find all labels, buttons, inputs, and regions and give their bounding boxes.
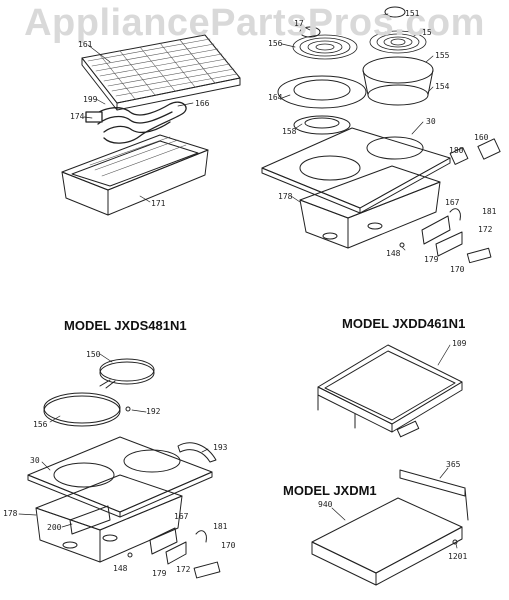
part-label-156-upper: 156 — [268, 39, 283, 48]
part-label-200: 200 — [47, 523, 62, 532]
part-label-172-lower: 172 — [176, 565, 191, 574]
cover-panel — [311, 469, 469, 586]
part-label-174: 174 — [70, 112, 85, 121]
grill-grate — [81, 34, 241, 111]
grill-element — [85, 101, 187, 144]
leader-lines — [18, 13, 458, 549]
part-label-172-upper: 172 — [478, 225, 493, 234]
part-label-199: 199 — [83, 95, 98, 104]
burner-small-top — [299, 6, 406, 38]
part-label-178-upper: 178 — [278, 192, 293, 201]
model-label-jxdd461n1: MODEL JXDD461N1 — [342, 316, 466, 331]
coil-burner-left — [292, 34, 358, 60]
drip-pan-right — [362, 56, 434, 106]
part-label-180: 180 — [449, 146, 464, 155]
part-label-156-lower: 156 — [33, 420, 48, 429]
coil-burner-right — [369, 30, 427, 54]
part-label-192: 192 — [146, 407, 161, 416]
part-label-148-upper: 148 — [386, 249, 401, 258]
part-label-181-lower: 181 — [213, 522, 228, 531]
cooktop-top-lower — [27, 436, 213, 518]
part-label-365: 365 — [446, 460, 461, 469]
part-label-154: 154 — [435, 82, 450, 91]
part-label-940: 940 — [318, 500, 333, 509]
part-label-30-upper: 30 — [426, 117, 436, 126]
part-label-179-upper: 179 — [424, 255, 439, 264]
radiant-element-large — [43, 358, 155, 427]
griddle — [317, 344, 463, 438]
part-label-161: 161 — [78, 40, 93, 49]
part-label-178-lower: 178 — [3, 509, 18, 518]
part-label-160: 160 — [474, 133, 489, 142]
receptacle-parts-lower — [69, 442, 221, 579]
model-label-jxdm1: MODEL JXDM1 — [283, 483, 377, 498]
part-label-109: 109 — [452, 339, 467, 348]
part-label-179-lower: 179 — [152, 569, 167, 578]
cooktop-box-upper — [299, 165, 441, 249]
part-label-167-upper: 167 — [445, 198, 460, 207]
drip-pan-ring-left — [277, 75, 367, 135]
part-label-17: 17 — [294, 19, 304, 28]
part-label-1201: 1201 — [448, 552, 468, 561]
part-label-167-lower: 167 — [174, 512, 189, 521]
part-label-158: 158 — [282, 127, 297, 136]
part-label-170-upper: 170 — [450, 265, 465, 274]
part-label-164: 164 — [268, 93, 283, 102]
part-label-15: 15 — [422, 28, 432, 37]
part-label-30-lower: 30 — [30, 456, 40, 465]
grill-pan — [61, 134, 209, 216]
model-label-jxds481n1: MODEL JXDS481N1 — [64, 318, 187, 333]
part-label-148-lower: 148 — [113, 564, 128, 573]
part-label-151: 151 — [405, 9, 420, 18]
part-label-166: 166 — [195, 99, 210, 108]
part-label-155: 155 — [435, 51, 450, 60]
part-label-193: 193 — [213, 443, 228, 452]
part-label-171: 171 — [151, 199, 166, 208]
part-label-181-upper: 181 — [482, 207, 497, 216]
part-label-150: 150 — [86, 350, 101, 359]
receptacle-parts-upper — [399, 138, 501, 264]
cooktop-box-lower — [35, 474, 183, 563]
part-label-170-lower: 170 — [221, 541, 236, 550]
